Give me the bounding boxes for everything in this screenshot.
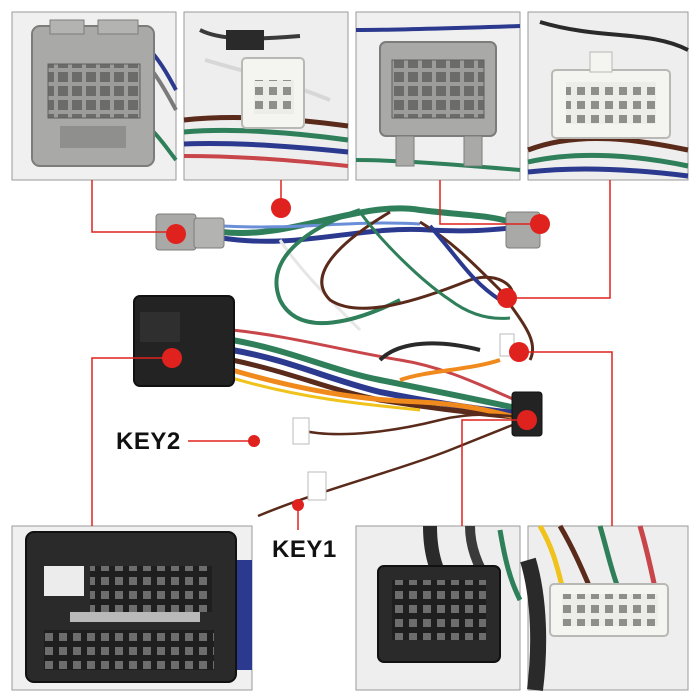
callout-dot — [166, 224, 186, 244]
wiring-harness — [133, 205, 543, 518]
callout-dot — [530, 214, 550, 234]
key2-label: KEY2 — [116, 428, 181, 455]
black-large-connector-photo — [11, 525, 253, 691]
callout-lines — [91, 180, 613, 530]
callout-dot — [509, 342, 529, 362]
white-double-row-connector-photo — [527, 11, 689, 181]
callout-markers — [162, 198, 550, 511]
callout-dot — [517, 410, 537, 430]
gray-male-connector-photo — [11, 11, 178, 181]
callout-dot — [497, 288, 517, 308]
callout-dot-key1 — [292, 499, 304, 511]
callout-dot — [271, 198, 291, 218]
key1-label: KEY1 — [272, 536, 337, 563]
gray-double-row-connector-photo — [355, 11, 521, 181]
white-radio-connector-photo — [520, 524, 689, 691]
white-small-connector-photo — [183, 11, 349, 181]
black-radio-connector-photo — [355, 525, 523, 691]
callout-dot — [162, 348, 182, 368]
callout-dot-key2 — [248, 435, 260, 447]
